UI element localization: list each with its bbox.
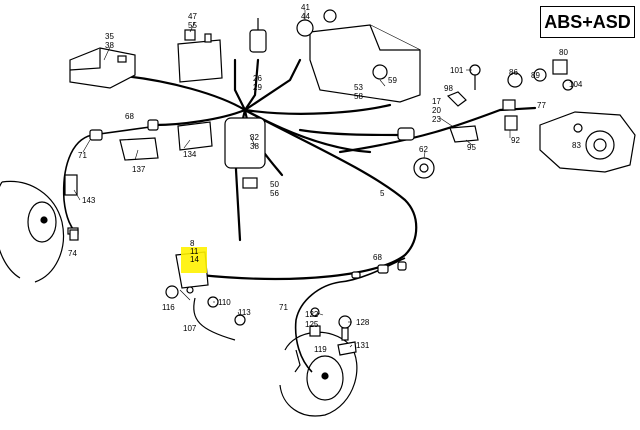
label-122: 122 [305,310,319,319]
label-116: 116 [162,303,175,312]
label-11: 11 [190,247,199,256]
label-58: 58 [354,92,363,101]
label-41: 41 [301,3,310,12]
label-50: 50 [270,180,279,189]
label-32: 32 [250,133,259,142]
label-26: 26 [253,74,262,83]
label-104: 104 [569,80,583,89]
label-83: 83 [572,141,581,150]
label-68-bottom: 68 [373,253,382,262]
label-128: 128 [356,318,370,327]
label-68-top: 68 [125,112,134,121]
leader-lines [73,10,511,348]
hydraulic-unit [296,9,421,103]
label-44: 44 [301,12,310,21]
label-20: 20 [432,106,441,115]
label-74: 74 [68,249,77,258]
label-137: 137 [132,165,146,174]
label-110: 110 [218,298,231,307]
label-29: 29 [253,83,262,92]
label-55: 55 [188,21,197,30]
label-125: 125 [305,320,319,329]
label-56: 56 [270,189,279,198]
label-92: 92 [511,136,520,145]
parts-middle [397,125,479,179]
label-143: 143 [82,196,96,205]
label-113: 113 [238,308,251,317]
parts-lower-right [309,261,407,356]
label-17: 17 [432,97,441,106]
parts-left [89,117,266,189]
label-47: 47 [188,12,197,21]
label-119: 119 [314,345,327,354]
label-86: 86 [509,68,518,77]
rear-axle-sensor [504,111,636,173]
highlight-marker [181,247,207,273]
parts-right-top [446,59,574,111]
label-98: 98 [444,84,453,93]
label-101: 101 [450,66,464,75]
label-5: 5 [380,189,385,198]
label-14: 14 [190,255,199,264]
label-71-bottom: 71 [279,303,288,312]
title-badge: ABS+ASD [540,6,635,38]
label-134: 134 [183,150,197,159]
sensor-26 [249,18,267,53]
label-8: 8 [190,239,195,248]
control-unit-35 [69,47,136,89]
label-38-b: 38 [250,142,259,151]
label-35: 35 [105,32,114,41]
label-107: 107 [183,324,197,333]
label-23: 23 [432,115,441,124]
label-62: 62 [419,145,428,154]
label-59: 59 [388,76,397,85]
label-95: 95 [467,143,476,152]
label-89: 89 [531,71,540,80]
label-38: 38 [105,41,114,50]
label-53: 53 [354,83,363,92]
label-131: 131 [356,341,370,350]
label-77: 77 [537,101,546,110]
relay-47 [177,29,223,83]
label-71-top: 71 [78,151,87,160]
label-80: 80 [559,48,568,57]
front-right-cable [294,257,406,373]
